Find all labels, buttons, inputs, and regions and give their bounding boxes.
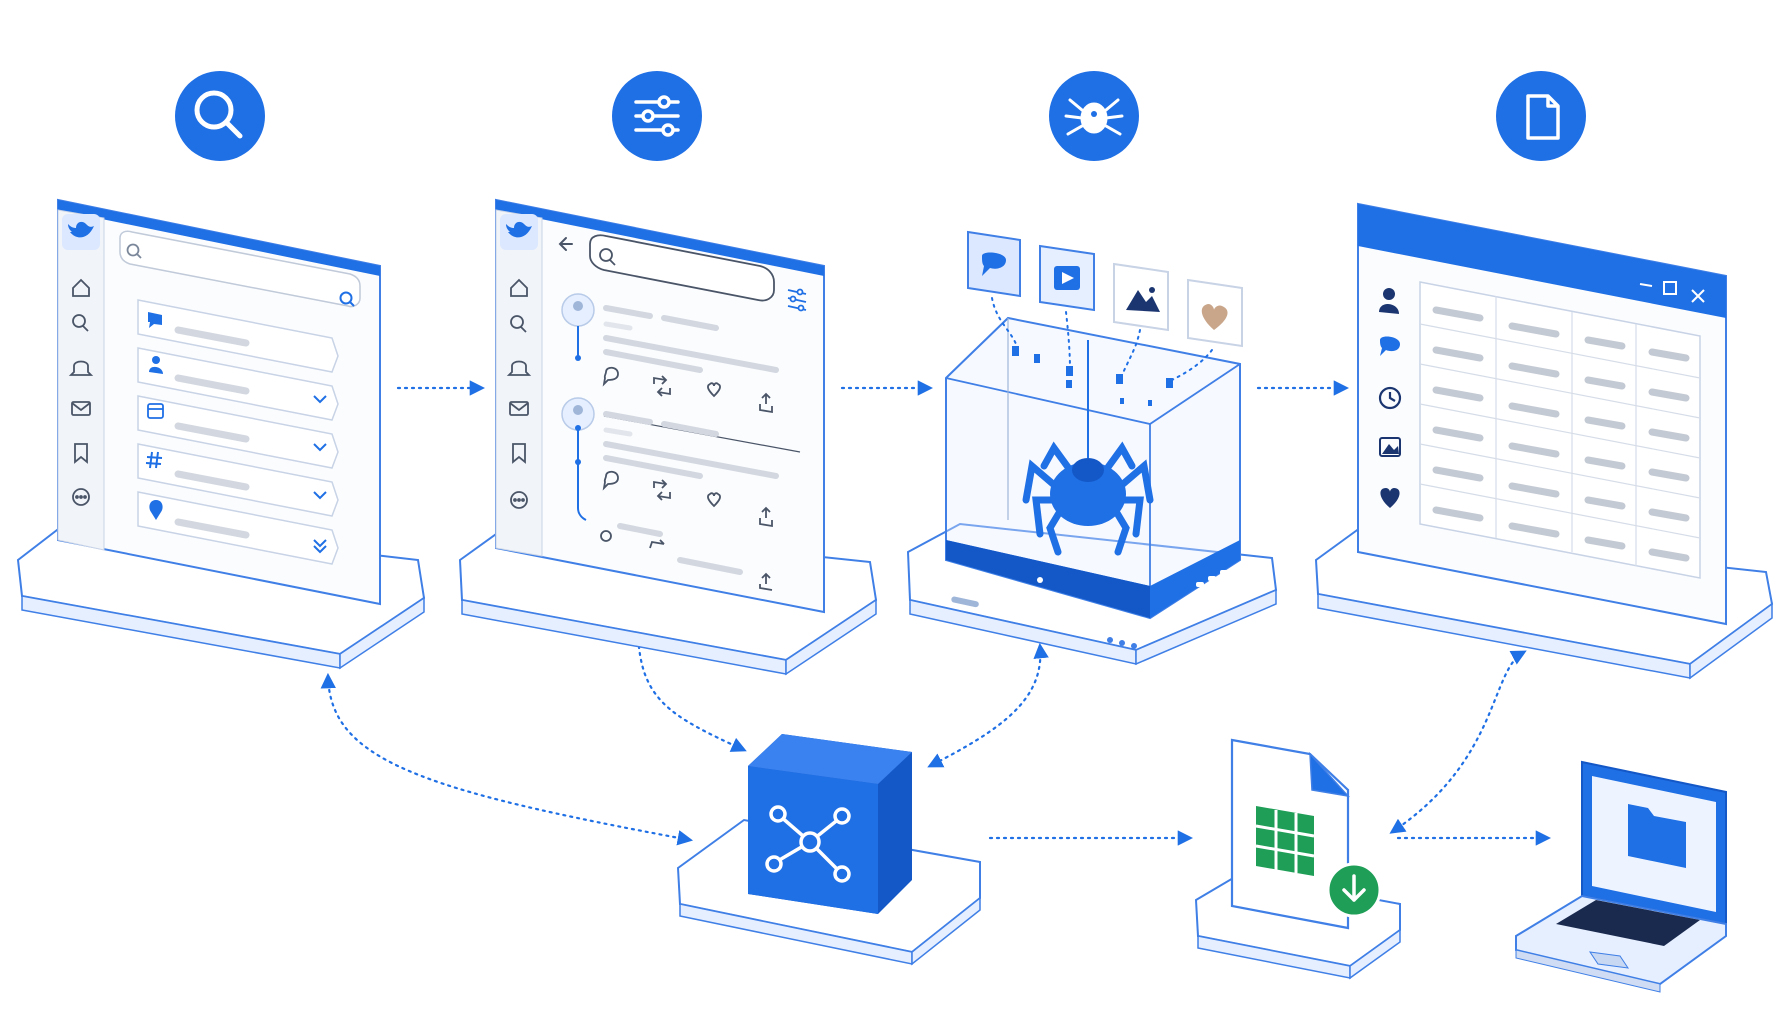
share-icon[interactable] <box>759 392 773 414</box>
chat-bubble-icon <box>982 252 1006 276</box>
retweet-icon[interactable] <box>653 479 671 501</box>
laptop-node <box>1515 760 1727 993</box>
more-icon[interactable] <box>72 488 90 506</box>
search-icon[interactable] <box>510 315 527 333</box>
tweet-card[interactable] <box>561 397 779 528</box>
connector-scraper-to-hub <box>927 642 1049 768</box>
search-icon <box>194 90 243 139</box>
spreadsheet-node <box>1194 738 1401 980</box>
data-tile-like <box>1187 278 1243 348</box>
search-window-panel <box>16 198 426 670</box>
bookmark-icon[interactable] <box>74 443 88 464</box>
tweet-actions <box>602 470 773 528</box>
spreadsheet-icon <box>1255 806 1315 876</box>
filter-row-extra[interactable] <box>313 545 327 554</box>
twitter-bird-icon <box>506 221 532 238</box>
home-icon[interactable] <box>510 278 528 297</box>
bell-icon[interactable] <box>506 360 532 376</box>
heart-icon <box>1380 488 1400 508</box>
filter-row-location[interactable] <box>137 491 339 565</box>
chat-bubble-icon <box>148 312 162 328</box>
table-window-titlebar <box>1358 204 1726 318</box>
location-pin-icon <box>149 500 163 520</box>
close-icon[interactable] <box>1691 289 1705 303</box>
feed-window-sidebar <box>495 209 543 557</box>
search-icon[interactable] <box>72 314 89 332</box>
heart-icon <box>1201 304 1228 330</box>
chevron-down-icon <box>313 491 327 500</box>
window-controls <box>1639 281 1705 303</box>
connector-feed-to-hub <box>636 630 747 752</box>
search-window-sidebar <box>57 209 105 551</box>
search-input[interactable] <box>119 230 361 308</box>
search-input[interactable] <box>589 234 775 302</box>
chat-bubble-icon <box>1380 336 1400 356</box>
chevron-down-icon <box>313 395 327 404</box>
filter-sliders-icon[interactable] <box>787 288 807 312</box>
sidebar-nav-icons <box>506 278 532 509</box>
feed-window-panel <box>458 198 878 676</box>
tweet-card[interactable] <box>561 293 801 453</box>
more-icon[interactable] <box>510 491 528 509</box>
like-icon[interactable] <box>707 492 721 508</box>
home-icon[interactable] <box>72 278 90 297</box>
bookmark-icon[interactable] <box>512 443 526 464</box>
step-export <box>1496 71 1586 161</box>
download-icon[interactable] <box>1326 862 1382 918</box>
hub-node <box>676 734 981 966</box>
user-icon <box>1379 288 1399 314</box>
back-arrow-icon[interactable] <box>558 237 573 251</box>
bell-icon[interactable] <box>68 360 94 376</box>
document-icon <box>1526 94 1560 140</box>
calendar-icon <box>147 403 164 419</box>
image-icon <box>1126 290 1160 312</box>
hashtag-icon <box>145 451 163 469</box>
minimize-icon[interactable] <box>1639 283 1653 287</box>
user-icon <box>149 356 163 374</box>
data-tile-comments <box>967 230 1021 298</box>
connectors <box>320 380 1552 846</box>
retweet-icon[interactable] <box>653 375 671 397</box>
reply-icon[interactable] <box>602 366 619 387</box>
reply-icon[interactable] <box>602 470 619 491</box>
filter-row-hashtag[interactable] <box>137 443 339 517</box>
share-icon[interactable] <box>759 506 773 528</box>
step-search <box>175 71 265 161</box>
mail-icon[interactable] <box>71 401 91 416</box>
spider-icon <box>1064 98 1124 136</box>
chevron-down-icon <box>313 539 327 548</box>
tweet-actions <box>602 366 773 414</box>
filter-rows <box>137 299 339 565</box>
scraper-box-panel <box>906 230 1278 666</box>
data-table <box>1419 281 1701 579</box>
tweet-card[interactable] <box>600 523 773 591</box>
clock-icon <box>1378 386 1402 410</box>
maximize-icon[interactable] <box>1663 281 1677 295</box>
twitter-bird-icon <box>68 221 94 238</box>
folder-icon <box>1628 804 1686 868</box>
filter-row-date[interactable] <box>137 395 339 469</box>
row-icons <box>1378 288 1402 508</box>
sidebar-nav-icons <box>68 278 94 506</box>
connector-search-to-hub <box>320 672 694 846</box>
network-hub-icon <box>765 805 851 883</box>
step-scrape <box>1049 71 1139 161</box>
connector-spreadsheet-to-table <box>1389 650 1527 834</box>
filter-row-user[interactable] <box>137 347 339 421</box>
step-filter <box>612 71 702 161</box>
mail-icon[interactable] <box>509 401 529 416</box>
filter-row-comments[interactable] <box>137 299 339 373</box>
video-play-icon <box>1062 272 1074 284</box>
chevron-down-icon <box>313 443 327 452</box>
data-tile-image <box>1113 262 1169 332</box>
table-window-panel <box>1314 202 1774 680</box>
image-icon <box>1379 437 1401 457</box>
sliders-icon <box>634 95 680 137</box>
data-tile-video <box>1039 244 1095 312</box>
data-tiles <box>967 230 1243 348</box>
table-cells <box>1432 306 1690 562</box>
like-icon[interactable] <box>707 382 721 398</box>
spider-bot-icon <box>1022 340 1154 556</box>
